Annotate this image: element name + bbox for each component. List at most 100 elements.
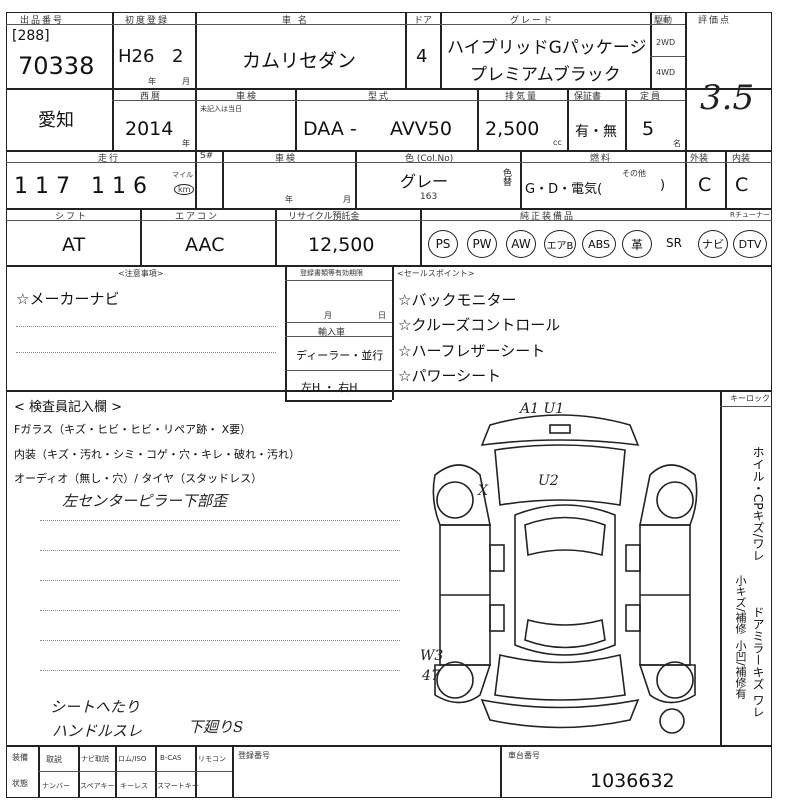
exterior: C [698, 174, 712, 196]
drive-4wd: 4WD [656, 68, 676, 77]
mark-xx: X [477, 483, 489, 499]
label-inspection: 車検 [236, 92, 259, 102]
right-vertical-1: ホイル・CPキズ/ワレ [751, 446, 765, 562]
label-fuel: 燃料 [590, 154, 613, 164]
inspector-audio: オーディオ（無し・穴）/ タイヤ（スタッドレス） [14, 472, 263, 485]
label-chassis: 車台番号 [508, 751, 540, 760]
year: 2014 [125, 118, 174, 140]
label-aircon: エアコン [175, 212, 220, 222]
equip-aw: AW [506, 230, 536, 258]
unit-cc: cc [553, 138, 562, 147]
grade-line1: ハイブリッドGパッケージ [447, 38, 647, 58]
label-tv: Rチューナー [730, 211, 770, 219]
label-interior: 内装 [732, 154, 751, 164]
hand-note-3: ハンドルスレ [52, 722, 143, 740]
sales-point-4: ☆パワーシート [398, 367, 502, 385]
fuel-options: G・D・電気( [525, 182, 603, 197]
hand-note-2: シートへたり [50, 698, 141, 716]
equip-ps: PS [428, 230, 458, 258]
label-recycle: リサイクル預託金 [288, 212, 360, 222]
sales-point-2: ☆クルーズコントロール [398, 316, 561, 334]
label-score: 評価点 [698, 16, 732, 26]
label-reg-no: 登録番号 [238, 751, 270, 760]
label-import: 輸入車 [318, 328, 346, 338]
import-handle: 左H ・ 右H [301, 381, 358, 394]
equip-leather: 革 [622, 230, 652, 258]
doors: 4 [416, 46, 428, 67]
inspection-note: 未記入は当日 [200, 105, 242, 113]
label-year-suffix: 年 [182, 139, 190, 148]
warranty: 有・無 [575, 124, 617, 140]
color-no: 163 [420, 192, 438, 202]
label-model: 型式 [368, 92, 391, 102]
label-caution: <注意事項> [118, 269, 164, 278]
sheet-border [6, 12, 772, 798]
fuel-close: ) [660, 178, 666, 193]
import-dealer: ディーラー・並行 [296, 349, 384, 362]
unit-persons: 名 [673, 139, 681, 148]
label-displacement: 排気量 [505, 92, 539, 102]
car-diagram: A1 U1 U2 X W3 47 [420, 401, 698, 734]
unit-km: km [174, 184, 195, 195]
sales-point-1: ☆バックモニター [398, 291, 517, 309]
drive-2wd: 2WD [656, 38, 676, 47]
displacement: 2,500 [485, 118, 540, 140]
aircon: AAC [185, 234, 225, 256]
hand-note-4: 下廻りS [188, 718, 244, 736]
equip-dtv: DTV [733, 230, 767, 258]
label-reg-month: 月 [324, 311, 332, 320]
mark-a1u1: A1 U1 [518, 401, 564, 417]
first-reg-month: 2 [172, 46, 184, 67]
label-auction-no: 出品番号 [20, 16, 65, 26]
footer-bottom-2: キーレス [120, 782, 148, 790]
equip-sr: SR [666, 236, 682, 250]
region: 愛知 [38, 110, 74, 131]
footer-top-2: ロム/ISO [118, 755, 147, 763]
chassis-no: 1036632 [590, 770, 675, 792]
capacity: 5 [642, 118, 655, 140]
right-vertical-4: 小凹/補修有 [734, 640, 747, 699]
right-vertical-3: 小キズ/補修 [734, 575, 747, 634]
equip-abs: ABS [582, 230, 616, 258]
label-sales: <セールスポイント> [397, 269, 475, 278]
mileage: 117 116 [14, 174, 154, 199]
grade-line2: プレミアムブラック [470, 65, 621, 85]
first-reg-era: H26 [118, 46, 155, 67]
label-first-reg: 初度登録 [125, 16, 170, 26]
caution-item: ☆メーカーナビ [16, 290, 120, 308]
label-exterior: 外装 [690, 154, 709, 164]
hand-note-1: 左センターピラー下部歪 [62, 492, 228, 510]
lot-number: 70338 [18, 52, 95, 80]
footer-top-4: リモコン [198, 755, 226, 763]
label-shift: シフト [55, 212, 89, 222]
unit-mile: マイル [172, 171, 193, 179]
footer-bottom-3: スマートキー [157, 782, 199, 790]
mark-47: 47 [421, 668, 440, 684]
score: 3.5 [700, 78, 755, 118]
keyless-label: キーロック [730, 394, 770, 403]
label-color-change: 色替 [501, 168, 511, 186]
label-footer-equip: 装備 [12, 753, 28, 762]
footer-top-1: ナビ取説 [81, 755, 109, 763]
car-name: カムリセダン [242, 50, 357, 72]
interior: C [735, 174, 749, 196]
label-history-month: 月 [343, 195, 351, 204]
footer-top-0: 取説 [46, 755, 62, 764]
color: グレー [400, 172, 449, 191]
footer-bottom-0: ナンバー [42, 782, 70, 790]
label-registration: 登録書類等有効期限 [300, 269, 363, 277]
label-footer-status: 状態 [12, 779, 28, 788]
label-car-name: 車 名 [282, 16, 309, 26]
footer-top-3: B-CAS [160, 754, 182, 762]
right-vertical-2: ドアミラーキズ ワレ [751, 606, 765, 718]
label-equipment: 純正装備品 [520, 212, 576, 222]
label-mileage: 走行 [98, 154, 121, 164]
footer-bottom-1: スペアキー [80, 782, 115, 790]
label-color: 色 (Col.No) [405, 154, 454, 164]
shift: AT [62, 234, 86, 256]
label-capacity: 定員 [640, 92, 663, 102]
label-s: S# [200, 151, 214, 161]
model-code: AVV50 [390, 118, 452, 140]
label-doors: ドア [414, 16, 433, 26]
inspector-interior: 内装（キズ・汚れ・シミ・コゲ・穴・キレ・破れ・汚れ） [14, 448, 300, 461]
